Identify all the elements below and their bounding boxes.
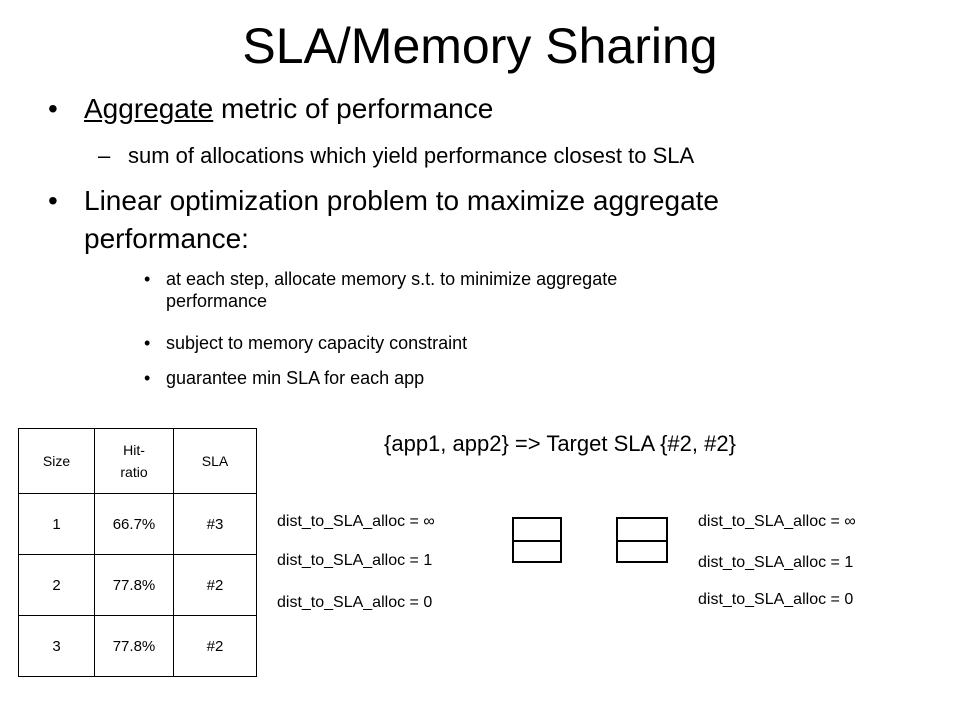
sub-bullet-capacity-constraint: subject to memory capacity constraint (166, 333, 468, 353)
sub-bullet-each-step-line2: performance (166, 291, 268, 311)
bullet-linear-optimization-line1: Linear optimization problem to maximize … (84, 185, 719, 216)
sub-bullet-min-sla: guarantee min SLA for each app (166, 368, 425, 388)
app1-memory-box (512, 517, 562, 563)
bullet-dot: • (48, 185, 58, 216)
header-sla: SLA (173, 428, 257, 494)
underlined-word: Aggregate (84, 93, 214, 124)
cell-size: 1 (18, 493, 95, 555)
cell-sla: #2 (173, 615, 257, 677)
cell-sla: #2 (173, 554, 257, 616)
size-hit-ratio-sla-table: Size Hit-ratio SLA 1 66.7% #3 2 77.8% #2… (18, 428, 257, 677)
bullet-aggregate-metric: Aggregate metric of performance (84, 93, 494, 124)
slide-title: SLA/Memory Sharing (242, 18, 718, 74)
app1-dist-label-1: dist_to_SLA_alloc = 1 (277, 552, 433, 569)
app2-dist-label-inf: dist_to_SLA_alloc = ∞ (698, 513, 856, 530)
target-sla-text: {app1, app2} => Target SLA {#2, #2} (384, 431, 736, 456)
bullet-dot: • (144, 269, 151, 289)
bullet-linear-optimization-line2: performance: (84, 223, 249, 254)
app2-dist-label-0: dist_to_SLA_alloc = 0 (698, 591, 854, 608)
table-row: 2 77.8% #2 (18, 554, 257, 616)
memory-slot-divider (618, 540, 666, 542)
cell-hit-ratio: 77.8% (94, 554, 174, 616)
table-row: 3 77.8% #2 (18, 615, 257, 677)
cell-sla: #3 (173, 493, 257, 555)
bullet-dot: • (48, 93, 58, 124)
cell-hit-ratio: 66.7% (94, 493, 174, 555)
app1-dist-label-0: dist_to_SLA_alloc = 0 (277, 594, 433, 611)
table-header-row: Size Hit-ratio SLA (18, 428, 257, 494)
app2-dist-label-1: dist_to_SLA_alloc = 1 (698, 554, 854, 571)
sub-bullet-sum-allocations: sum of allocations which yield performan… (128, 143, 695, 168)
dash-marker: – (98, 143, 111, 168)
bullet-dot: • (144, 333, 151, 353)
table-row: 1 66.7% #3 (18, 493, 257, 555)
app2-memory-box (616, 517, 668, 563)
header-hit-ratio: Hit-ratio (94, 428, 174, 494)
cell-size: 2 (18, 554, 95, 616)
cell-hit-ratio: 77.8% (94, 615, 174, 677)
memory-slot-divider (514, 540, 560, 542)
app1-dist-label-inf: dist_to_SLA_alloc = ∞ (277, 513, 435, 530)
bullet-dot: • (144, 368, 151, 388)
cell-size: 3 (18, 615, 95, 677)
header-size: Size (18, 428, 95, 494)
sub-bullet-each-step-line1: at each step, allocate memory s.t. to mi… (166, 269, 618, 289)
